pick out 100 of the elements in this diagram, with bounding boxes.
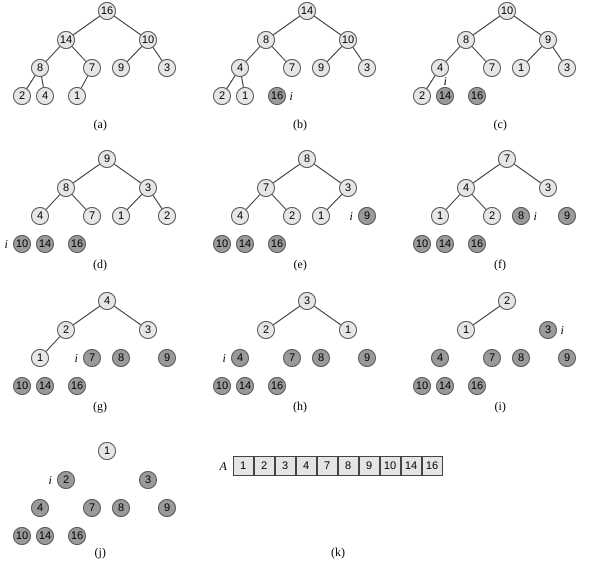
heap-node: 2 — [413, 87, 431, 105]
tree-edge — [126, 194, 142, 210]
heap-node: 2 — [213, 87, 231, 105]
tree-edge — [326, 46, 342, 62]
sorted-node: 8 — [312, 349, 330, 367]
caption-label: (e) — [294, 257, 307, 271]
heap-node: 4 — [431, 59, 449, 77]
array-cell: 2 — [254, 456, 274, 476]
heap-node: 14 — [298, 2, 316, 20]
caption-label: (c) — [494, 117, 507, 131]
tree-edge — [114, 16, 142, 36]
heap-node: 3 — [139, 179, 157, 197]
tree-edge — [526, 46, 542, 62]
heap-node: 3 — [339, 179, 357, 197]
tree-edge — [272, 194, 286, 210]
sorted-node: 16 — [268, 235, 286, 253]
heap-node: 8 — [57, 179, 75, 197]
heap-node: 7 — [83, 207, 101, 225]
sorted-node: 16 — [68, 377, 86, 395]
tree-edge — [514, 164, 542, 184]
heap-node: 2 — [257, 321, 275, 339]
sorted-node: 10 — [213, 377, 231, 395]
array-cell: 8 — [338, 456, 358, 476]
tree-edge — [272, 306, 300, 326]
sorted-node: 7 — [483, 349, 501, 367]
tree-edge — [72, 306, 100, 326]
heap-node: 2 — [158, 207, 176, 225]
index-marker: i — [560, 323, 564, 337]
array-cell: 3 — [274, 456, 296, 476]
tree-edge — [352, 46, 362, 62]
caption-label: (h) — [293, 399, 307, 413]
sorted-node: 16 — [268, 87, 286, 105]
heap-node: 1 — [431, 207, 449, 225]
sorted-node: 2 — [57, 471, 75, 489]
tree-edge — [272, 46, 286, 62]
index-marker: i — [74, 351, 78, 365]
tree-edge — [126, 46, 142, 62]
sorted-node: 10 — [13, 377, 31, 395]
sorted-node: 14 — [236, 377, 254, 395]
tree-edge — [272, 164, 300, 184]
heap-node: 2 — [57, 321, 75, 339]
heap-node: 4 — [36, 87, 54, 105]
tree-edge — [314, 16, 342, 36]
tree-edge — [46, 336, 60, 352]
heap-node: 1 — [236, 87, 254, 105]
caption-label: (a) — [94, 117, 107, 131]
array-cell: 4 — [296, 456, 316, 476]
index-marker: i — [222, 351, 226, 365]
sorted-node: 8 — [112, 349, 130, 367]
tree-edge — [114, 306, 142, 326]
tree-edge — [472, 46, 486, 62]
heap-node: 10 — [139, 31, 157, 49]
index-marker: i — [48, 473, 52, 487]
heap-node: 9 — [539, 31, 557, 49]
heap-node: 3 — [139, 321, 157, 339]
sorted-node: 10 — [413, 377, 431, 395]
heap-node: 1 — [68, 87, 86, 105]
heap-node: 14 — [57, 31, 75, 49]
heap-node: 7 — [257, 179, 275, 197]
caption-label: (j) — [94, 545, 106, 559]
heap-node: 3 — [358, 59, 376, 77]
sorted-node: 10 — [413, 235, 431, 253]
sorted-node: 7 — [283, 349, 301, 367]
sorted-node: 16 — [68, 235, 86, 253]
tree-edge — [72, 16, 100, 36]
tree-edge — [72, 46, 86, 62]
heap-node: 7 — [483, 59, 501, 77]
tree-edge — [446, 194, 460, 210]
tree-edge — [246, 194, 260, 210]
sorted-node: 3 — [539, 321, 557, 339]
heap-node: 1 — [339, 321, 357, 339]
heap-node: 4 — [31, 207, 49, 225]
index-marker: i — [290, 89, 293, 103]
tree-edge — [26, 75, 36, 89]
sorted-node: 4 — [431, 349, 449, 367]
sorted-node: 14 — [36, 235, 54, 253]
sorted-node: 9 — [558, 349, 576, 367]
sorted-node: 14 — [436, 87, 454, 105]
heap-node: 4 — [98, 292, 116, 310]
sorted-node: 14 — [36, 377, 54, 395]
array-cell: 7 — [316, 456, 338, 476]
heap-node: 2 — [283, 207, 301, 225]
tree-edge — [472, 194, 486, 210]
tree-edge — [46, 46, 60, 62]
tree-edge — [426, 75, 436, 89]
tree-edge — [72, 164, 100, 184]
tree-edge — [552, 46, 562, 62]
tree-edge — [472, 164, 500, 184]
sorted-node: 10 — [213, 235, 231, 253]
sorted-node: 9 — [358, 349, 376, 367]
index-marker: i — [534, 209, 537, 223]
heap-node: 1 — [512, 59, 530, 77]
caption-label: (i) — [494, 399, 506, 413]
tree-edge — [472, 306, 500, 326]
sorted-node: 16 — [268, 377, 286, 395]
index-marker: i — [4, 237, 8, 251]
tree-edge — [152, 46, 162, 62]
array-cell: 1 — [232, 456, 254, 476]
heap-node: 4 — [231, 207, 249, 225]
caption-label: (f) — [494, 257, 506, 271]
